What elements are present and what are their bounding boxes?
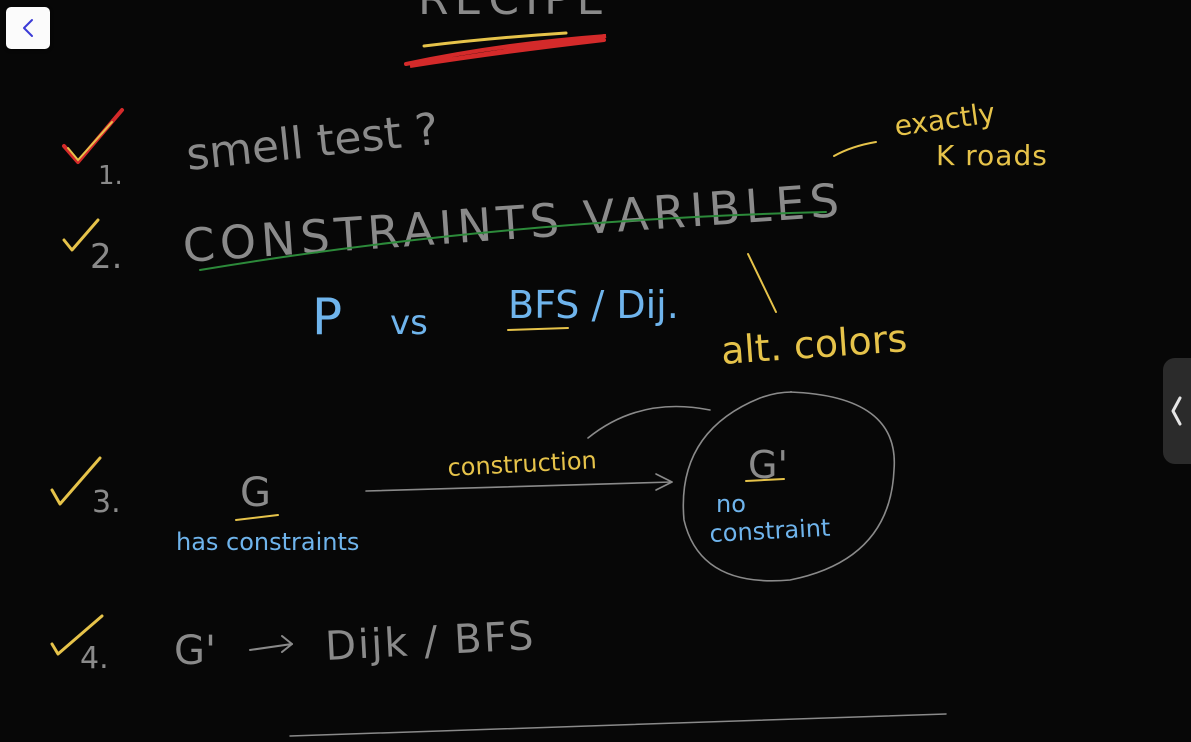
step3-number: 3.	[92, 485, 121, 520]
checkmark-icon	[62, 218, 100, 252]
back-button[interactable]	[6, 7, 50, 49]
step3-graph-caption: has constraints	[176, 528, 359, 556]
checkmark-icon	[50, 614, 104, 656]
comparison-underline	[507, 327, 569, 331]
alt-note-connector	[747, 253, 777, 313]
chevron-left-icon	[23, 19, 33, 37]
comparison-vs: vs	[390, 303, 428, 343]
checkmark-icon	[67, 121, 113, 162]
step3-graph: G	[240, 470, 271, 516]
step3-graph-underline	[235, 514, 279, 521]
comparison-left: P	[312, 288, 342, 346]
construction-arrow	[365, 481, 673, 492]
checkmark-icon	[50, 456, 102, 506]
step2-underline-green	[199, 211, 827, 271]
circle-connector-line	[587, 405, 711, 439]
step4-number: 4.	[80, 641, 109, 676]
comparison-right: BFS / Dij.	[508, 283, 679, 327]
step3-arrow-label: construction	[447, 446, 598, 482]
divider-line	[289, 713, 947, 737]
step1-text: smell test ?	[184, 104, 441, 181]
target-graph-underline	[745, 478, 785, 482]
step2-number: 2.	[90, 237, 122, 277]
arrow-head-icon	[655, 473, 673, 491]
aside-line2: K roads	[936, 139, 1048, 172]
side-panel-toggle[interactable]	[1163, 358, 1191, 464]
aside-connector-line	[833, 141, 877, 157]
step4-rhs: Dijk / BFS	[324, 613, 536, 670]
step4-lhs: G'	[174, 628, 216, 674]
title-underline-yellow	[422, 31, 568, 48]
alt-note-text: alt. colors	[720, 316, 909, 373]
step3-target-caption-line2: constraint	[709, 514, 831, 548]
aside-line1: exactly	[892, 96, 997, 143]
chevron-left-icon	[1171, 396, 1182, 426]
target-graph-circle	[682, 391, 896, 582]
title-text: RECIPE	[418, 0, 610, 25]
step1-number: 1.	[98, 161, 123, 191]
step3-target-caption-line1: no	[716, 490, 746, 518]
step4-arrow	[249, 643, 293, 651]
arrow-head-icon	[281, 635, 293, 653]
title-underline-red	[404, 34, 607, 68]
